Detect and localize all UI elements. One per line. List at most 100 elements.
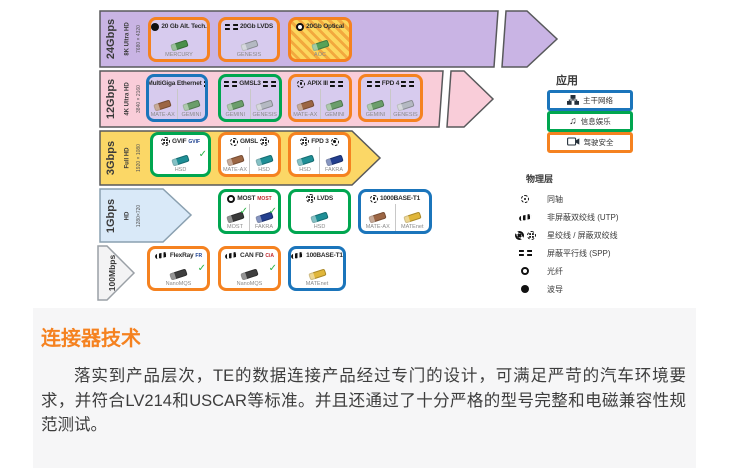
tech-box-header: FPD 3 [291, 135, 348, 147]
row-resolution-name-text: 8K Ultra HD [124, 22, 131, 56]
connector-fakra: FAKRA [319, 147, 348, 174]
tech-box-connectors: GEMINI GENESIS [361, 89, 420, 119]
connector-image [310, 39, 330, 52]
tech-box-connectors: ✓ MOST ✓FAKRA [221, 204, 278, 231]
tech-box-title: GMSL3 [239, 80, 261, 87]
tech-box-title: 100BASE-T1 [306, 252, 343, 259]
connector-image [169, 268, 188, 281]
connector-hsd: HSD [249, 147, 278, 174]
spp-icon [366, 80, 380, 87]
connector-image [325, 99, 344, 112]
tech-box-title: GMSL [240, 138, 258, 145]
connector-image [296, 99, 315, 112]
row-label-1gbps-text: 1Gbps [105, 198, 118, 233]
checkmark-icon: ✓ [268, 206, 277, 217]
spp-icon [224, 23, 238, 30]
row-resolution: 1280×720 [133, 189, 145, 242]
brand-logo: FR [195, 252, 203, 259]
starquad-icon [259, 137, 269, 146]
row-resolution: 3840 × 2160 [133, 71, 145, 127]
connector-image [396, 99, 415, 112]
connector-image [295, 154, 315, 167]
tech-box-header: 100BASE-T1 [291, 249, 343, 261]
connector-label: AOC [314, 52, 326, 58]
arrow-24gbps-head [501, 10, 559, 68]
connector-mate-ax: MATE-AX [221, 147, 249, 174]
connector-image [366, 99, 385, 112]
starquad-icon [305, 194, 315, 203]
spp-icon [401, 80, 415, 87]
tech-box-title: FPD 3 [311, 138, 329, 145]
physical-layer-icons [508, 267, 542, 275]
connector-image [255, 99, 274, 112]
waveguide-icon [151, 22, 160, 31]
fiber-icon [296, 22, 305, 31]
utp-icon [518, 213, 532, 221]
connector-mercury: MERCURY [151, 32, 207, 59]
fiber-icon [227, 194, 236, 203]
tech-box-title: FPD 4 [381, 80, 400, 87]
connector-label: HSD [299, 167, 311, 173]
connector-label: NanoMQS [236, 281, 263, 287]
brand-logo: GVIF [188, 138, 201, 145]
connector-fakra: ✓FAKRA [249, 204, 278, 231]
physical-layer-5: 波导 [508, 283, 563, 295]
connector-image [226, 99, 245, 112]
connector-aoc: AOC [291, 32, 349, 59]
tech-box-title: MOST [237, 195, 256, 202]
spp-icon [203, 80, 205, 87]
connector-gemini: GEMINI [176, 89, 206, 119]
row-resolution-text: 3840 × 2160 [136, 85, 143, 113]
checkmark-icon: ✓ [239, 206, 248, 217]
row-resolution: 7680 × 4320 [133, 11, 145, 67]
tech-box-connectors: AOC [291, 32, 349, 59]
spp-icon [224, 80, 238, 87]
tech-box-title: APIX III [307, 80, 328, 87]
physical-layer-2: 星绞线 / 屏蔽双绞线 [508, 229, 618, 241]
fiber-icon [521, 267, 529, 275]
connector-nanomqs: ✓NanoMQS [150, 261, 207, 288]
row-resolution-name-text: 4K Ultra HD [124, 82, 131, 116]
checkmark-icon: ✓ [198, 149, 207, 160]
physical-layer-3: 屏蔽平行线 (SPP) [508, 247, 611, 259]
spp-icon [262, 80, 276, 87]
physical-layer-legend-title: 物理层 [526, 174, 554, 184]
row-resolution-text: 1920 × 1080 [136, 144, 143, 172]
row-label-12gbps: 12Gbps [100, 71, 122, 127]
connector-image [368, 211, 387, 224]
application-label: 驾驶安全 [583, 138, 614, 147]
tech-box-connectors: GENESIS [221, 32, 277, 59]
physical-layer-icons [508, 285, 542, 293]
connector-genesis: GENESIS [390, 89, 420, 119]
row-resolution: 1920 × 1080 [133, 131, 145, 185]
coax-icon [521, 195, 529, 203]
tech-box-connectors: ✓NanoMQS [150, 261, 207, 288]
connector-label: MOST [227, 224, 243, 230]
connector-label: MATE-AX [365, 224, 390, 230]
physical-layer-label: 非屏蔽双绞线 (UTP) [547, 212, 619, 222]
tech-box-header: 20Gb LVDS [221, 20, 277, 32]
article-heading: 连接器技术 [41, 328, 141, 350]
coax-icon [230, 137, 238, 146]
connector-label: HSD [313, 224, 326, 230]
app-camera-icon [566, 137, 580, 148]
connector-genesis: GENESIS [249, 89, 280, 119]
connector-matenet: MATEnet [394, 204, 430, 231]
connector-gemini: GEMINI [361, 89, 390, 119]
connector-image [310, 211, 329, 224]
connector-label: GEMINI [365, 112, 386, 118]
row-label-100mbps: 100Mbps [98, 246, 126, 300]
connector-label: GEMINI [225, 112, 246, 118]
tech-box-header: LVDS [291, 192, 348, 204]
application-label: 主干网络 [583, 96, 613, 105]
connector-label: FAKRA [324, 167, 344, 173]
row-label-24gbps-text: 24Gbps [105, 18, 118, 60]
tech-box-title: 1000BASE-T1 [379, 195, 421, 202]
